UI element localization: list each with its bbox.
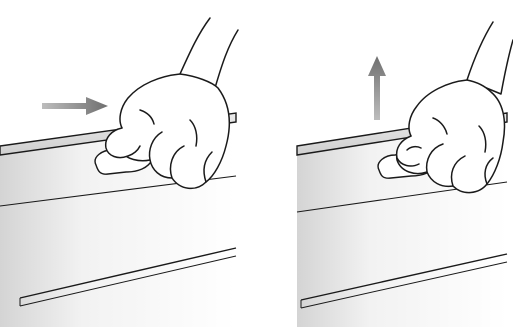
step-lift-panel: [257, 0, 513, 327]
step-slide-drawing: [0, 17, 239, 327]
step-lift-drawing: [296, 21, 513, 327]
arrow-right-icon: [42, 97, 108, 115]
hand: [104, 17, 239, 190]
step-slide-panel: [0, 0, 256, 327]
hand: [395, 21, 513, 194]
arrow-up-icon: [368, 56, 386, 120]
